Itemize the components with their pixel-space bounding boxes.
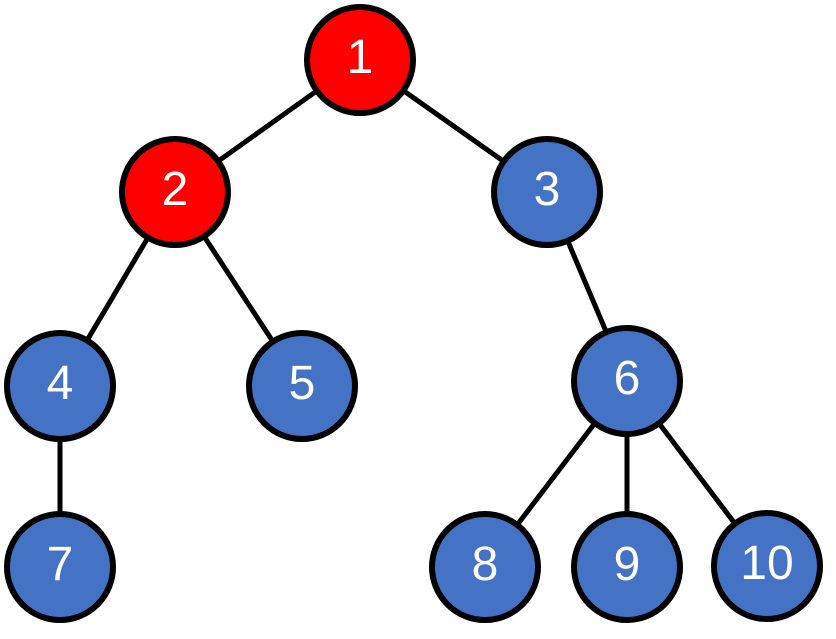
- node-label: 4: [46, 357, 74, 410]
- node-label: 9: [613, 538, 641, 591]
- tree-node-6: 6: [571, 325, 683, 437]
- node-label: 2: [161, 163, 189, 216]
- tree-node-5: 5: [246, 330, 358, 442]
- tree-node-9: 9: [571, 511, 683, 623]
- tree-node-8: 8: [429, 511, 541, 623]
- tree-node-3: 3: [491, 136, 603, 248]
- tree-node-1: 1: [304, 4, 416, 116]
- tree-node-2: 2: [119, 136, 231, 248]
- tree-node-4: 4: [4, 330, 116, 442]
- node-label: 10: [740, 537, 794, 590]
- node-label: 3: [533, 163, 561, 216]
- node-label: 6: [613, 352, 641, 405]
- tree-node-7: 7: [4, 511, 116, 623]
- tree-node-10: 10: [711, 510, 823, 622]
- node-label: 5: [288, 357, 316, 410]
- node-label: 7: [46, 538, 74, 591]
- node-label: 1: [346, 31, 374, 84]
- node-label: 8: [471, 538, 499, 591]
